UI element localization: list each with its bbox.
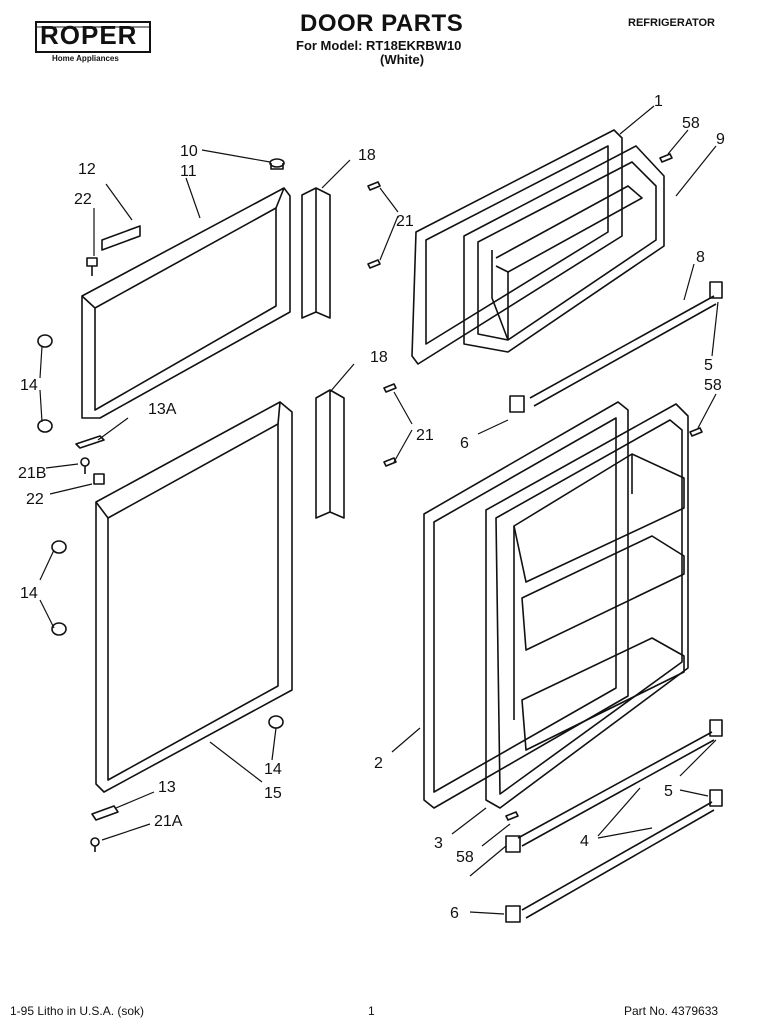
fresh-food-door-gasket-frame (95, 401, 293, 793)
freezer-door-gasket-1 (411, 129, 623, 365)
screw-22-lower (93, 473, 105, 485)
callout-12: 12 (78, 161, 96, 178)
callout-15: 15 (264, 785, 282, 802)
callout-11: 11 (180, 163, 197, 180)
callout-5-upper: 5 (704, 357, 713, 374)
door-stop-14b (37, 419, 53, 433)
callout-58-lower: 58 (456, 849, 474, 866)
callout-labels: 1 58 9 8 5 58 6 10 12 11 22 18 21 14 13A… (18, 93, 725, 922)
hinge-13a (75, 435, 105, 449)
door-plug-10 (269, 158, 285, 170)
callout-6-upper: 6 (460, 435, 469, 452)
door-rail-4b (521, 801, 713, 911)
appliance-type: REFRIGERATOR (628, 17, 715, 29)
callout-58-middle: 58 (704, 377, 722, 394)
callout-21b: 21B (18, 465, 46, 482)
screw-58-lower (505, 811, 519, 821)
door-stop-14a (37, 334, 53, 348)
rail-end-cap-5c (709, 789, 723, 807)
freezer-door-gasket-frame (81, 187, 291, 419)
model-number: For Model: RT18EKRBW10 (296, 38, 462, 53)
callout-13: 13 (158, 779, 176, 796)
door-stop-14d (51, 622, 67, 636)
fresh-food-door-gasket-2 (423, 401, 629, 809)
door-stop-14e (268, 715, 284, 729)
callout-3: 3 (434, 835, 443, 852)
litho-footer: 1-95 Litho in U.S.A. (sok) (10, 1004, 145, 1018)
rail-end-cap-5b (709, 719, 723, 737)
callout-22-upper: 22 (74, 191, 92, 208)
rail-end-cap-5a (709, 281, 723, 299)
liner-strip-18-upper (301, 187, 331, 319)
callout-18-upper: 18 (358, 147, 376, 164)
callout-5-lower: 5 (664, 783, 673, 800)
callout-13a: 13A (148, 401, 177, 418)
callout-2: 2 (374, 755, 383, 772)
callout-18-lower: 18 (370, 349, 388, 366)
hinge-13 (91, 805, 119, 821)
freezer-door-liner-9 (463, 145, 665, 353)
nameplate-12 (101, 225, 141, 251)
callout-22-lower: 22 (26, 491, 44, 508)
callout-9: 9 (716, 131, 725, 148)
rail-end-cap-6a (509, 395, 525, 413)
callout-58-upper: 58 (682, 115, 700, 132)
callout-21-lower: 21 (416, 427, 434, 444)
callout-14-bottom: 14 (264, 761, 282, 778)
leader-lines (39, 105, 719, 915)
page-title: DOOR PARTS (300, 10, 464, 37)
door-rail-8 (529, 295, 715, 399)
callout-4: 4 (580, 833, 589, 850)
callout-14-left: 14 (20, 585, 38, 602)
screw-58-middle (689, 427, 703, 437)
rail-end-cap-6b (505, 835, 521, 853)
screw-22-upper (86, 257, 98, 276)
screws-21-upper (367, 181, 381, 269)
brand-subtitle: Home Appliances (52, 54, 119, 63)
roper-logo (35, 21, 151, 53)
screw-21a (90, 837, 100, 852)
part-number: Part No. 4379633 (624, 1004, 719, 1018)
callout-14-upper: 14 (20, 377, 38, 394)
rail-end-cap-6c (505, 905, 521, 923)
callout-6-lower: 6 (450, 905, 459, 922)
callout-21a: 21A (154, 813, 183, 830)
screw-21b (80, 457, 90, 474)
callout-10: 10 (180, 143, 198, 160)
liner-strip-18-lower (315, 389, 345, 519)
callout-21-upper: 21 (396, 213, 414, 230)
door-rail-4a (517, 731, 713, 839)
callout-8: 8 (696, 249, 705, 266)
door-stop-14c (51, 540, 67, 554)
fresh-food-door-liner-3 (485, 403, 689, 809)
model-color: (White) (380, 52, 425, 67)
page-number: 1 (368, 1004, 375, 1018)
callout-1: 1 (654, 93, 663, 110)
screws-21-lower (383, 383, 397, 467)
brand-logo-text: ROPER (40, 20, 138, 50)
screw-58-upper (659, 153, 673, 163)
